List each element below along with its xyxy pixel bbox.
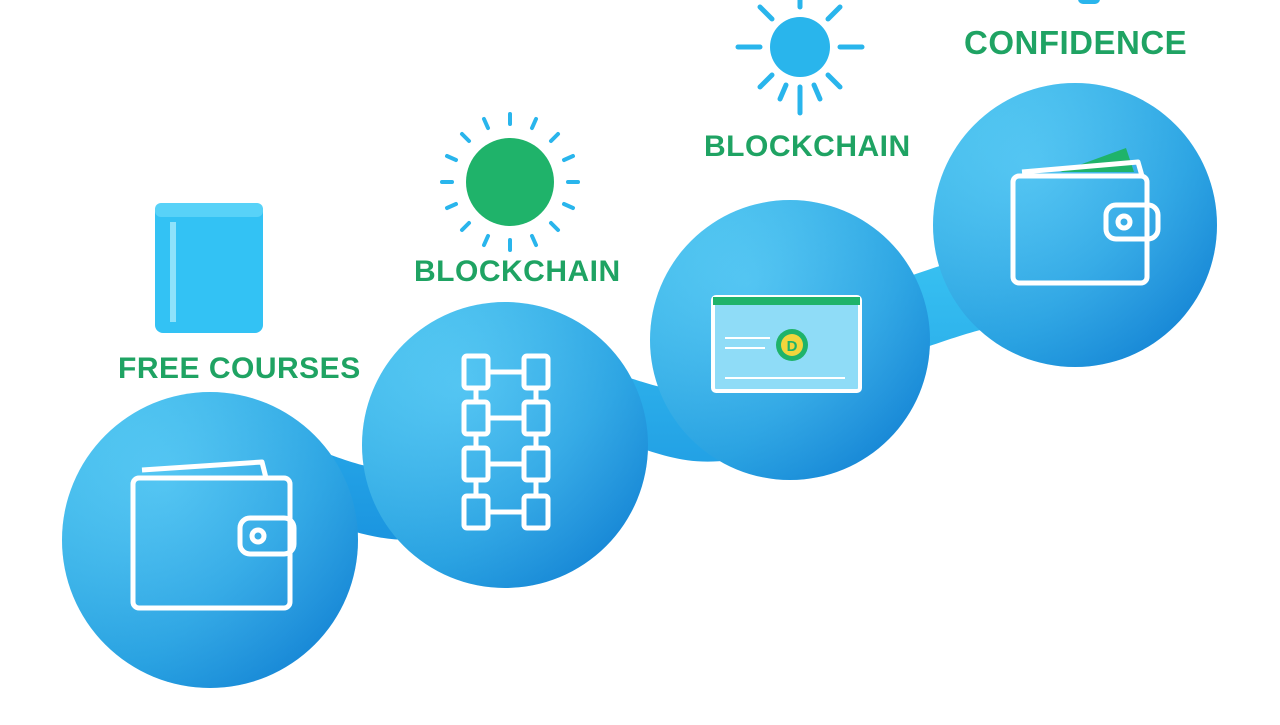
wallet-icon (130, 459, 297, 611)
sun-icon (735, 0, 865, 116)
sun-icon (1078, 0, 1100, 4)
book-icon (155, 203, 263, 333)
step-label-free-courses: FREE COURSES (118, 352, 361, 385)
wallet-icon (1010, 148, 1161, 286)
step-circle-4 (933, 83, 1217, 367)
sun-icon (440, 112, 580, 252)
step-label-confidence: CONFIDENCE (964, 24, 1188, 61)
step-circle-2 (362, 302, 648, 588)
step-label-blockchain-1: BLOCKCHAIN (414, 255, 621, 288)
crypto-screen-icon (711, 295, 862, 393)
coin-symbol: D (787, 338, 798, 355)
step-label-blockchain-2: BLOCKCHAIN (704, 130, 911, 163)
chain-blocks-icon (461, 353, 551, 531)
step-circle-1 (62, 392, 358, 688)
